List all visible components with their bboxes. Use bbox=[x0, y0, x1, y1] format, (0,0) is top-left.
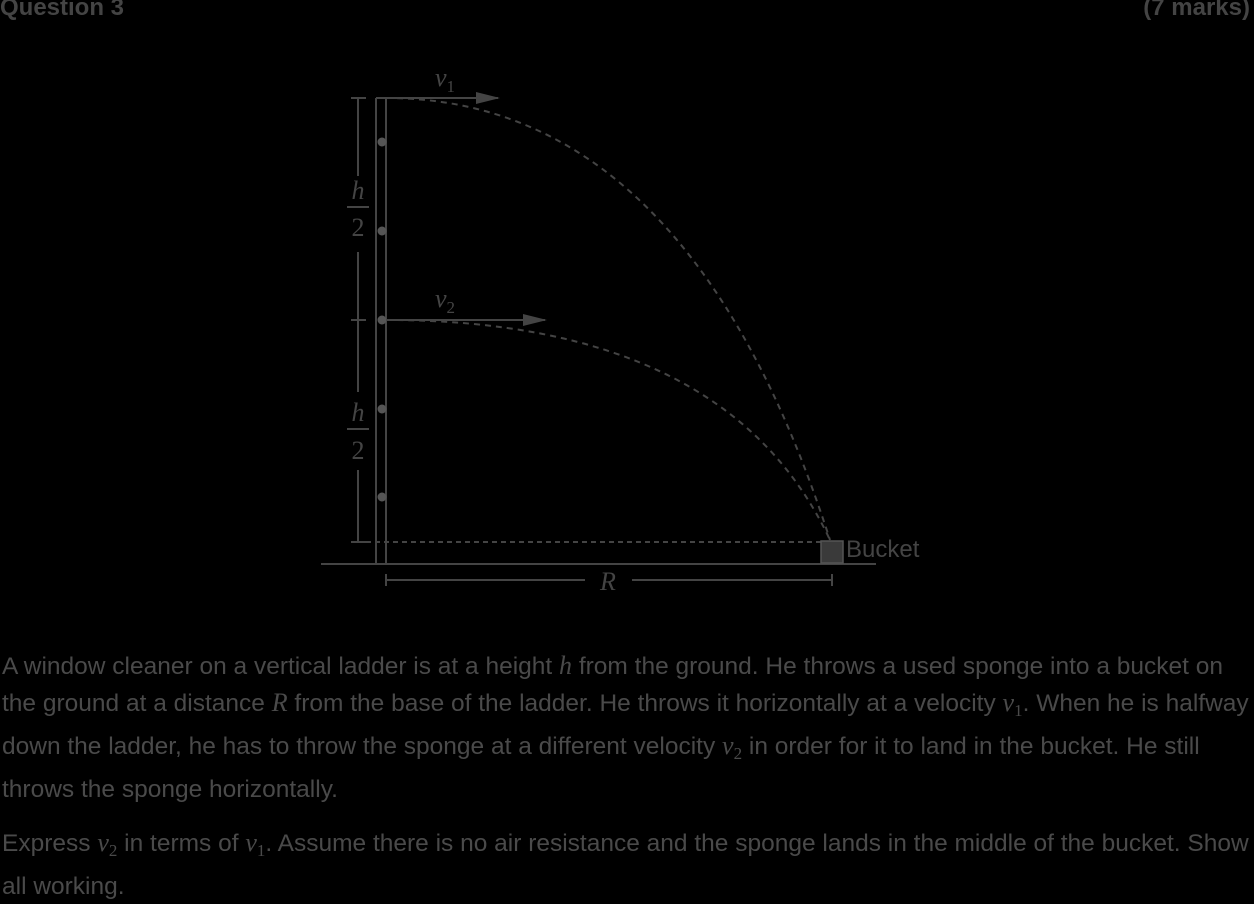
fraction-denominator: 2 bbox=[352, 213, 365, 242]
v2-symbol: v bbox=[435, 284, 447, 313]
height-dimension bbox=[351, 97, 366, 543]
marks-label: (7 marks) bbox=[1143, 0, 1250, 21]
symbol-v1: v bbox=[245, 828, 257, 857]
text-segment: A window cleaner on a vertical ladder is… bbox=[2, 653, 560, 680]
symbol-h: h bbox=[559, 651, 573, 680]
text-segment: from the base of the ladder. He throws i… bbox=[287, 689, 1003, 717]
question-paragraph-1: A window cleaner on a vertical ladder is… bbox=[2, 648, 1254, 807]
v2-label: v2 bbox=[435, 284, 455, 317]
symbol-v2-subscript: 2 bbox=[733, 744, 743, 763]
symbol-v1: v bbox=[1002, 687, 1015, 717]
symbol-R: R bbox=[271, 687, 288, 717]
v1-symbol: v bbox=[435, 63, 447, 92]
fraction-numerator: h bbox=[352, 398, 365, 427]
fraction-numerator: h bbox=[352, 176, 365, 205]
rung-dot bbox=[377, 492, 387, 502]
rung-dot bbox=[377, 315, 387, 325]
half-height-label-bottom: h 2 bbox=[347, 398, 369, 465]
text-segment: . When he is halfway down the ladder, he… bbox=[2, 689, 1249, 761]
symbol-v1-subscript: 1 bbox=[256, 841, 266, 860]
text-segment: . Assume there is no air resistance and … bbox=[2, 830, 1249, 900]
range-dimension bbox=[385, 574, 833, 586]
symbol-v2-subscript: 2 bbox=[108, 841, 118, 860]
fraction-denominator: 2 bbox=[352, 436, 365, 465]
half-height-label-top: h 2 bbox=[347, 176, 369, 242]
question-header: Question 3 (7 marks) bbox=[0, 0, 1254, 28]
rung-dot bbox=[377, 226, 387, 236]
symbol-v1-subscript: 1 bbox=[1014, 700, 1023, 720]
text-segment: Express bbox=[2, 830, 98, 857]
text-segment: from the ground. He throws a used sponge… bbox=[2, 653, 1224, 717]
range-label: R bbox=[599, 567, 616, 596]
v1-subscript: 1 bbox=[447, 77, 456, 96]
bucket-label: Bucket bbox=[846, 536, 920, 563]
rung-dot bbox=[377, 404, 387, 414]
question-paragraph-2: Express v2 in terms of v1. Assume there … bbox=[2, 825, 1254, 904]
text-segment: in terms of bbox=[117, 830, 246, 857]
symbol-v2: v bbox=[97, 828, 109, 857]
trajectory-from-middle bbox=[385, 319, 831, 541]
ladder-rungs bbox=[377, 137, 387, 502]
v1-label: v1 bbox=[435, 63, 455, 96]
v2-subscript: 2 bbox=[447, 298, 456, 317]
symbol-v2: v bbox=[722, 731, 734, 760]
text-segment: in order for it to land in the bucket. H… bbox=[2, 733, 1200, 803]
question-title: Question 3 bbox=[0, 0, 125, 21]
rung-dot bbox=[377, 137, 387, 147]
projectile-diagram: h 2 h 2 v1 v2 Bucket R bbox=[321, 63, 920, 596]
bucket bbox=[820, 540, 844, 564]
